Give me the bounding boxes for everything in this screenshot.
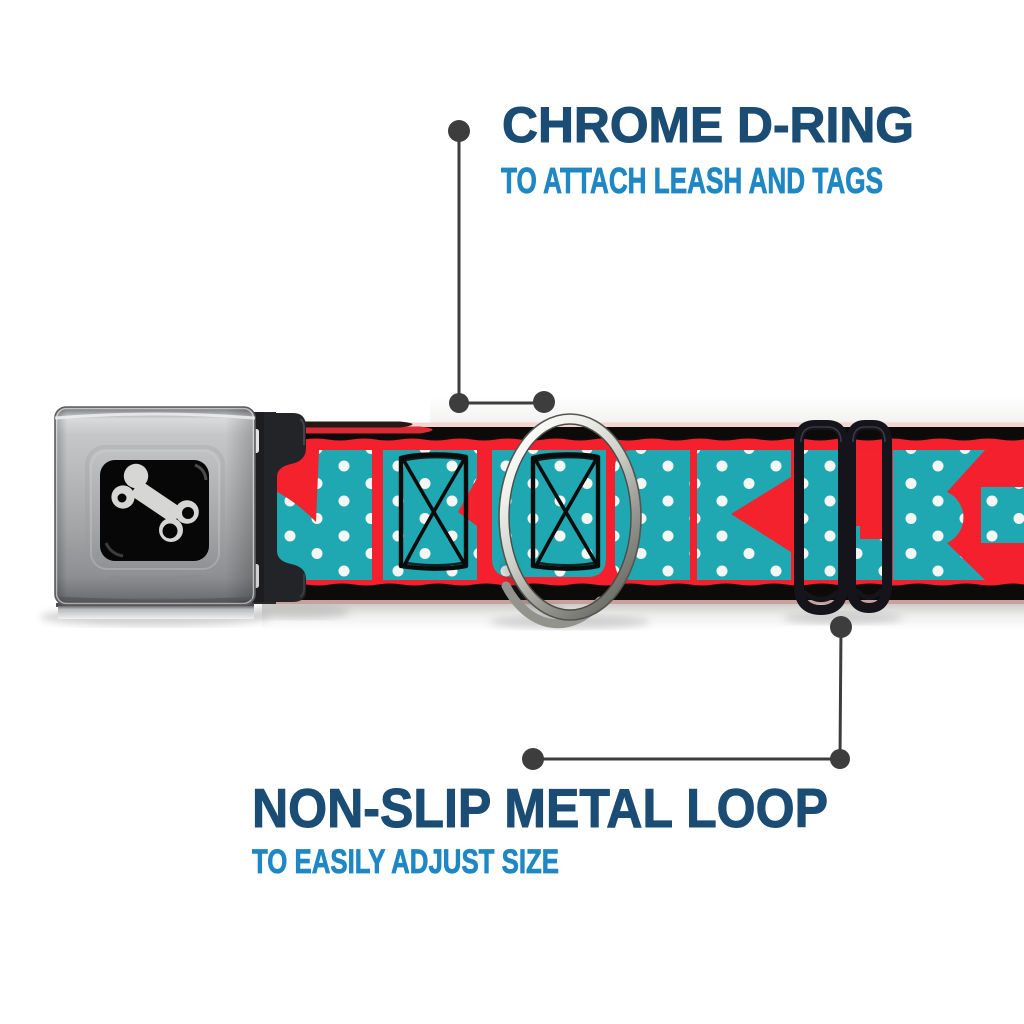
- svg-text:NON-SLIP METAL LOOP: NON-SLIP METAL LOOP: [252, 777, 828, 839]
- svg-text:TO ATTACH LEASH AND TAGS: TO ATTACH LEASH AND TAGS: [501, 160, 883, 201]
- svg-text:CHROME D-RING: CHROME D-RING: [502, 97, 914, 153]
- svg-text:TO EASILY ADJUST SIZE: TO EASILY ADJUST SIZE: [252, 843, 559, 881]
